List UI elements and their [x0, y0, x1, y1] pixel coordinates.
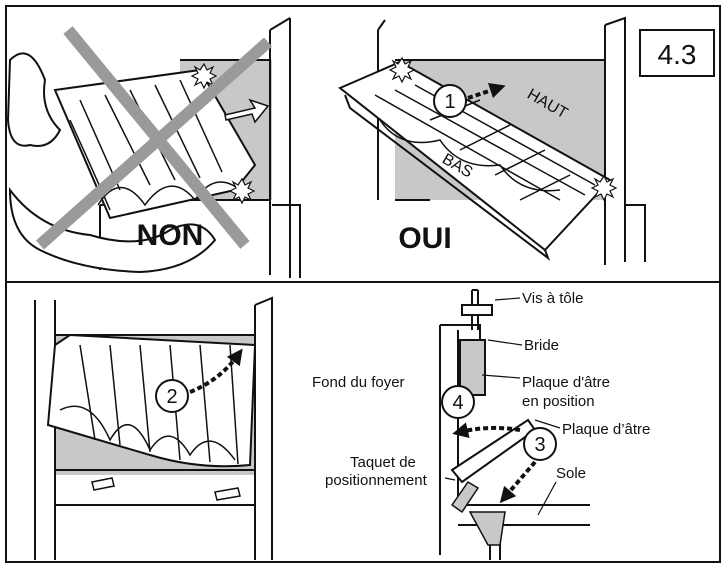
label-flange: Bride: [524, 337, 559, 354]
step-3-circle: [523, 427, 557, 461]
collision-star-icon: [228, 177, 256, 205]
contact-star-icon: [590, 174, 618, 202]
label-plate-in-position-1: Plaque d'âtre: [522, 374, 610, 391]
positioning-tabs: [91, 477, 241, 501]
verdict-wrong: NON: [137, 219, 204, 252]
arrow-outline: [224, 98, 270, 124]
verdict-right: OUI: [398, 222, 451, 255]
step-1-number: 1: [444, 91, 455, 113]
step-2-arrow: [189, 348, 243, 394]
step-1-arrow: [467, 82, 506, 100]
person-hands: [6, 52, 217, 274]
step-1-circle: [433, 84, 467, 118]
label-back-wall: Fond du foyer: [312, 374, 405, 391]
step-2-number: 2: [166, 386, 177, 408]
label-screw: Vis à tôle: [522, 290, 583, 307]
collision-star-icon: [190, 62, 218, 90]
plate-edge: [344, 94, 551, 261]
panel-wrong-method: NON: [6, 17, 301, 278]
figure-number: 4.3: [658, 39, 697, 70]
figure-border: [5, 5, 721, 563]
step-3-arrow: [499, 460, 537, 504]
sheet-metal-screw: [461, 304, 493, 316]
plate-rising: [46, 333, 257, 468]
label-plate: Plaque d’âtre: [562, 421, 650, 438]
step-2-circle: [155, 379, 189, 413]
firebox-frame: [34, 296, 273, 560]
label-plate-in-position-2: en position: [522, 393, 595, 410]
figure-number-box: 4.3: [639, 29, 715, 77]
leader-lines: [444, 297, 561, 516]
panel-step-2: 2: [34, 296, 273, 560]
step-4-number: 4: [452, 392, 463, 414]
label-floor: Sole: [556, 465, 586, 482]
contact-star-icon: [388, 56, 416, 84]
positioning-tab: [450, 480, 480, 514]
step-3-number: 3: [534, 434, 545, 456]
tab-support: [468, 511, 506, 546]
plate-in-position: [459, 339, 486, 396]
label-tab-2: positionnement: [325, 472, 428, 489]
panel-cross-section: 4 3: [439, 289, 590, 560]
cross-mark: [36, 37, 272, 250]
panel-right-method: HAUT BAS 1 OUI: [338, 16, 646, 265]
step-4-circle: [441, 385, 475, 419]
label-tab-1: Taquet de: [350, 454, 416, 471]
